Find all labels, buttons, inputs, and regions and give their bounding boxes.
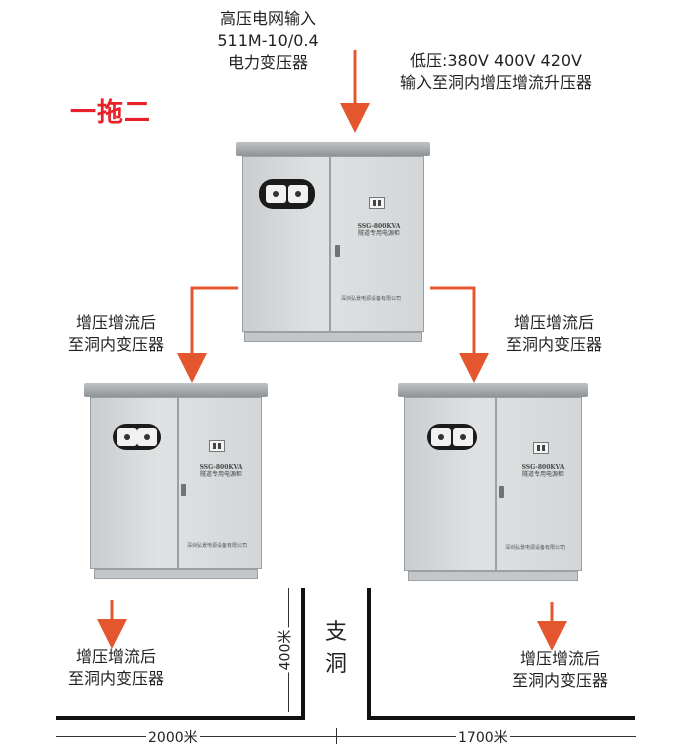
- right-distance-label: 1700米: [456, 727, 510, 747]
- gauge-icon: [453, 428, 473, 446]
- cabinet-maker: 深圳弘景电源设备有限公司: [505, 545, 566, 551]
- gauge-icon: [117, 428, 137, 446]
- right-cabinet-roof: [398, 383, 588, 397]
- right-branch-line2: 至洞内变压器: [505, 335, 602, 354]
- door-handle-icon: [499, 486, 504, 498]
- right-output-label: 增压增流后 至洞内变压器: [500, 648, 620, 692]
- meter-window: [259, 179, 315, 209]
- cabinet-model: SSG-800KVA: [357, 223, 401, 230]
- tunnel-wall-left-vertical: [301, 588, 305, 720]
- tunnel-wall-left-horizontal: [56, 716, 305, 720]
- tunnel-label-char1: 支: [324, 620, 347, 645]
- arrow-to-right-cabinet: [430, 286, 489, 383]
- left-cabinet-base: [94, 569, 258, 579]
- left-output-line1: 增压增流后: [75, 647, 156, 666]
- left-output-line2: 至洞内变压器: [67, 669, 164, 688]
- low-voltage-line1: 低压:380V 400V 420V: [409, 51, 583, 70]
- main-cabinet-base: [244, 332, 422, 342]
- indicator-lamp-icon: [209, 440, 225, 452]
- right-output-line2: 至洞内变压器: [511, 671, 608, 690]
- distance-divider-tick: [336, 728, 337, 744]
- cabinet-subtitle: 隧道专用电源柜: [357, 230, 400, 237]
- grid-input-line2: 511M-10/0.4: [217, 31, 319, 50]
- cabinet-maker: 深圳弘景电源设备有限公司: [341, 296, 402, 302]
- cabinet-subtitle: 隧道专用电源柜: [521, 471, 564, 478]
- gauge-icon: [288, 185, 308, 203]
- left-branch-label: 增压增流后 至洞内变压器: [56, 312, 176, 356]
- right-output-line1: 增压增流后: [519, 649, 600, 668]
- grid-input-label: 高压电网输入 511M-10/0.4 电力变压器: [198, 8, 338, 74]
- right-cabinet-base: [408, 571, 578, 581]
- right-branch-line1: 增压增流后: [513, 313, 594, 332]
- right-branch-label: 增压增流后 至洞内变压器: [494, 312, 614, 356]
- low-voltage-label: 低压:380V 400V 420V 输入至洞内增压增流升压器: [386, 50, 606, 94]
- right-cabinet-body: SSG-800KVA 隧道专用电源柜 深圳弘景电源设备有限公司: [404, 397, 582, 571]
- left-cabinet-roof: [84, 383, 268, 397]
- main-cabinet-roof: [236, 142, 430, 156]
- tunnel-wall-right-vertical: [367, 588, 371, 720]
- meter-window: [113, 424, 161, 450]
- left-cabinet-body: SSG-800KVA 隧道专用电源柜 深圳弘景电源设备有限公司: [90, 397, 262, 569]
- gauge-icon: [266, 185, 286, 203]
- left-distance-label: 2000米: [146, 727, 200, 747]
- gauge-icon: [431, 428, 451, 446]
- indicator-lamp-icon: [533, 442, 549, 454]
- meter-window: [427, 424, 477, 450]
- left-branch-line2: 至洞内变压器: [67, 335, 164, 354]
- cabinet-model: SSG-800KVA: [521, 464, 565, 471]
- tunnel-label-char2: 洞: [324, 652, 347, 677]
- main-cabinet-body: SSG-800KVA 隧道专用电源柜 深圳弘景电源设备有限公司: [242, 156, 424, 332]
- tunnel-label: 支 洞: [324, 620, 348, 678]
- left-output-label: 增压增流后 至洞内变压器: [56, 646, 176, 690]
- cabinet-model: SSG-800KVA: [199, 464, 243, 471]
- distance-dimension-line: [56, 736, 636, 737]
- indicator-lamp-icon: [369, 197, 385, 209]
- one-to-two-badge: 一拖二: [70, 98, 152, 128]
- cabinet-maker: 深圳弘景电源设备有限公司: [187, 543, 248, 549]
- tunnel-wall-right-horizontal: [367, 716, 635, 720]
- grid-input-line1: 高压电网输入: [219, 9, 316, 28]
- left-branch-line1: 增压增流后: [75, 313, 156, 332]
- cabinet-subtitle: 隧道专用电源柜: [199, 471, 242, 478]
- depth-label: 400米: [274, 627, 295, 673]
- low-voltage-line2: 输入至洞内增压增流升压器: [399, 73, 592, 92]
- gauge-icon: [137, 428, 157, 446]
- grid-input-line3: 电力变压器: [227, 53, 308, 72]
- arrow-to-left-cabinet: [177, 286, 238, 383]
- door-handle-icon: [335, 245, 340, 257]
- door-handle-icon: [181, 484, 186, 496]
